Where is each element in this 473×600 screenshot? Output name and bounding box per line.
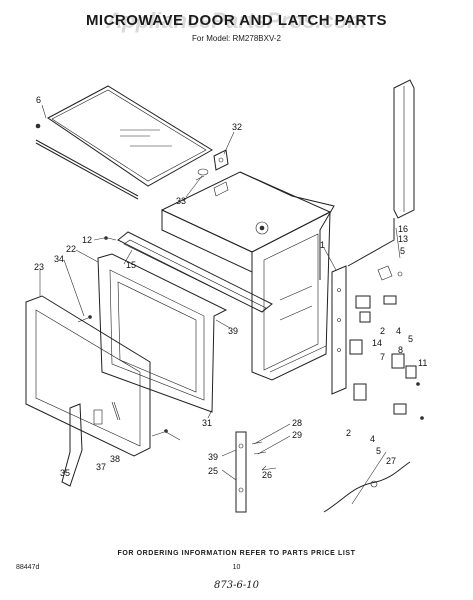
model-subtitle: For Model: RM278BXV-2 [192, 34, 281, 43]
callout-26: 26 [262, 470, 272, 480]
outer-door-panel [25, 295, 151, 457]
callout-7: 7 [380, 352, 385, 362]
callout-29: 29 [292, 430, 302, 440]
leader-lines [39, 104, 401, 505]
callout-32: 32 [232, 122, 242, 132]
callout-5-mid: 5 [408, 334, 413, 344]
handwritten-note: 873-6-10 [214, 580, 259, 591]
watermark: AppliancePartsPros.com [106, 8, 367, 33]
callout-27: 27 [386, 456, 396, 466]
diagram-title: MICROWAVE DOOR AND LATCH PARTS [85, 12, 388, 29]
callout-4-lower: 4 [370, 434, 375, 444]
callout-13: 13 [398, 234, 408, 244]
screws [35, 123, 424, 437]
callout-5-top: 5 [400, 246, 405, 256]
page-number: 10 [232, 564, 241, 571]
callout-35: 35 [60, 468, 70, 478]
interlock-switches [349, 265, 417, 415]
inner-door-frame [97, 253, 228, 413]
vertical-bracket [347, 79, 415, 267]
diagram-code: 88447d [16, 564, 40, 571]
callout-23: 23 [34, 262, 44, 272]
callout-38: 38 [110, 454, 120, 464]
callout-2-upper: 2 [380, 326, 385, 336]
wire-harness [323, 461, 411, 513]
latch-plate [331, 265, 347, 395]
callout-4-upper: 4 [396, 326, 401, 336]
callout-15: 15 [126, 260, 136, 270]
callout-33: 33 [176, 196, 186, 206]
callout-1: 1 [320, 240, 325, 250]
ordering-footer: FOR ORDERING INFORMATION REFER TO PARTS … [117, 550, 356, 557]
callout-6: 6 [36, 95, 41, 105]
callout-2-lower: 2 [346, 428, 351, 438]
choke-frame [117, 231, 273, 313]
callout-39-upper: 39 [228, 326, 238, 336]
latch-lever-assembly [61, 401, 121, 487]
latch-hook [195, 149, 229, 181]
callout-37: 37 [96, 462, 106, 472]
callout-14: 14 [372, 338, 382, 348]
callout-22: 22 [66, 244, 76, 254]
callout-39-lower: 39 [208, 452, 218, 462]
callout-8: 8 [398, 345, 403, 355]
top-cover-panel [35, 85, 213, 200]
latch-bracket [235, 431, 277, 513]
callout-28: 28 [292, 418, 302, 428]
callout-5-lower: 5 [376, 446, 381, 456]
callout-34: 34 [54, 254, 64, 264]
callout-31: 31 [202, 418, 212, 428]
callout-16: 16 [398, 224, 408, 234]
callout-25: 25 [208, 466, 218, 476]
callout-labels: 6 32 33 12 15 22 34 23 39 31 1 39 25 28 … [34, 95, 427, 480]
cabinet-body [160, 171, 335, 381]
callout-12: 12 [82, 235, 92, 245]
callout-11: 11 [418, 358, 427, 368]
